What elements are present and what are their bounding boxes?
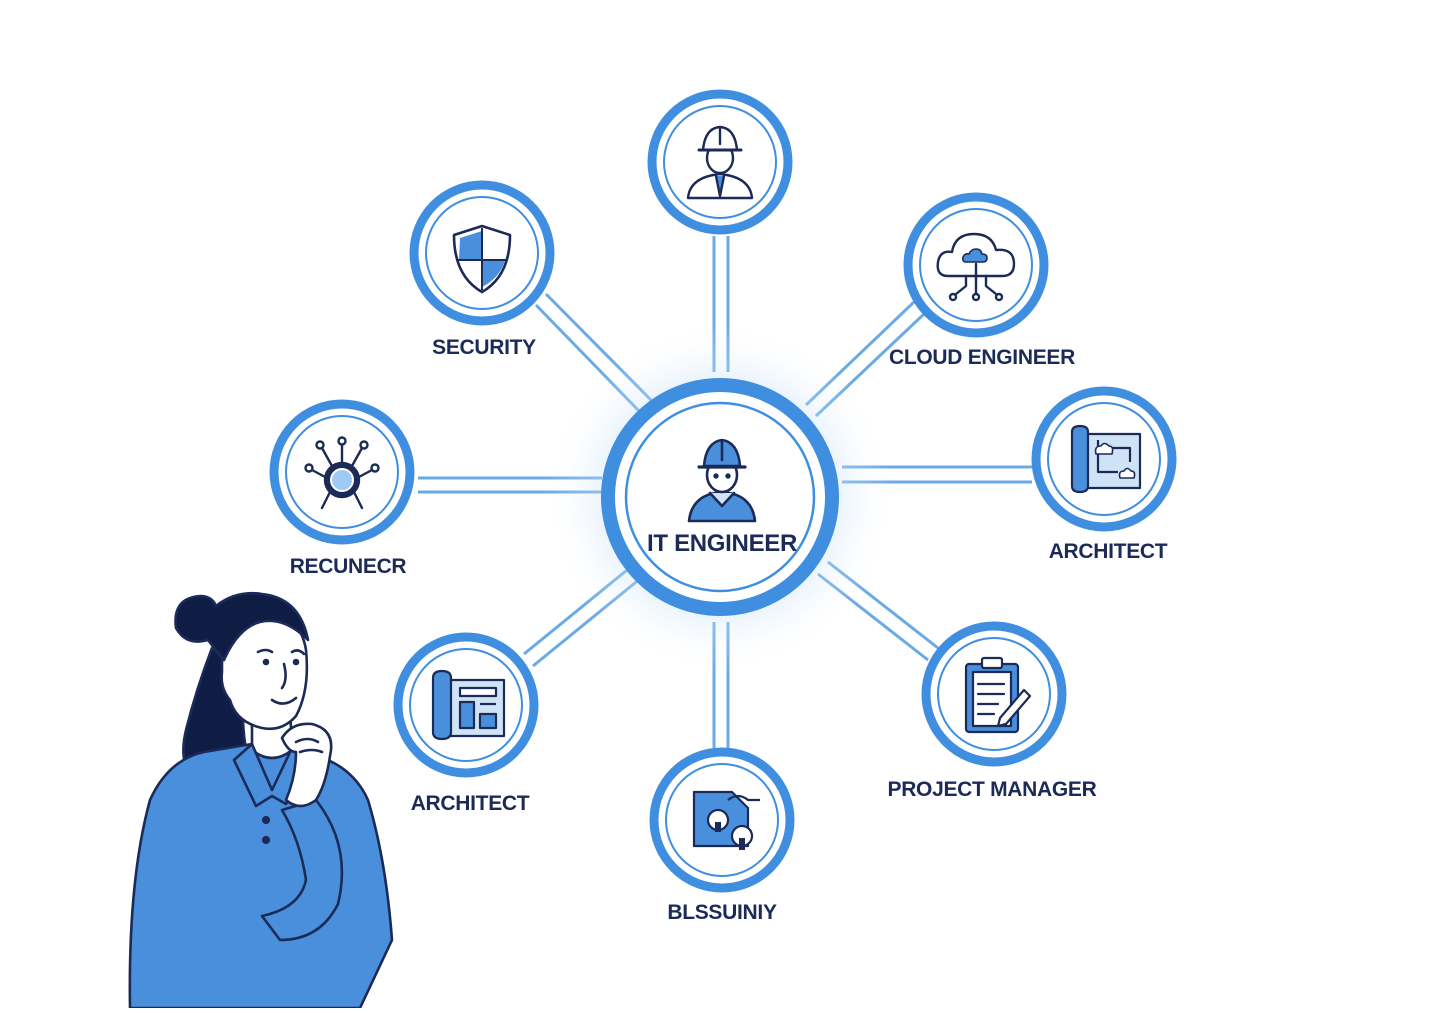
node-label-security: SECURITY xyxy=(432,336,536,359)
clipboard-icon xyxy=(964,656,1032,734)
center-label: IT ENGINEER xyxy=(646,530,798,557)
node-label-architect-left: ARCHITECT xyxy=(410,792,530,815)
center-node xyxy=(601,378,839,616)
node-recunecr xyxy=(269,399,415,545)
node-label-blssuiniy: BLSSUINIY xyxy=(667,901,777,924)
construction-worker-icon xyxy=(686,125,754,200)
node-security xyxy=(409,180,555,326)
blueprint-icon xyxy=(1070,424,1142,494)
node-architect-right xyxy=(1031,386,1177,532)
node-top xyxy=(647,89,793,235)
node-label-pm: PROJECT MANAGER xyxy=(887,778,1097,801)
node-label-cloud: CLOUD ENGINEER xyxy=(889,346,1075,369)
connector-lines xyxy=(418,236,1032,748)
cloud-network-icon xyxy=(936,232,1016,302)
blueprint-icon xyxy=(431,669,506,741)
network-hub-icon xyxy=(304,436,380,510)
node-architect-left xyxy=(393,632,539,778)
node-blssuiniy xyxy=(649,747,795,893)
node-label-architect-right: ARCHITECT xyxy=(1048,540,1168,563)
thinking-woman-illustration xyxy=(128,591,394,1010)
node-label-recunecr: RECUNECR xyxy=(289,555,407,578)
engineer-hardhat-icon xyxy=(687,438,757,523)
shield-icon xyxy=(452,224,512,294)
node-pm xyxy=(921,621,1067,767)
keyhole-folder-icon xyxy=(692,790,760,850)
node-cloud xyxy=(903,192,1049,338)
